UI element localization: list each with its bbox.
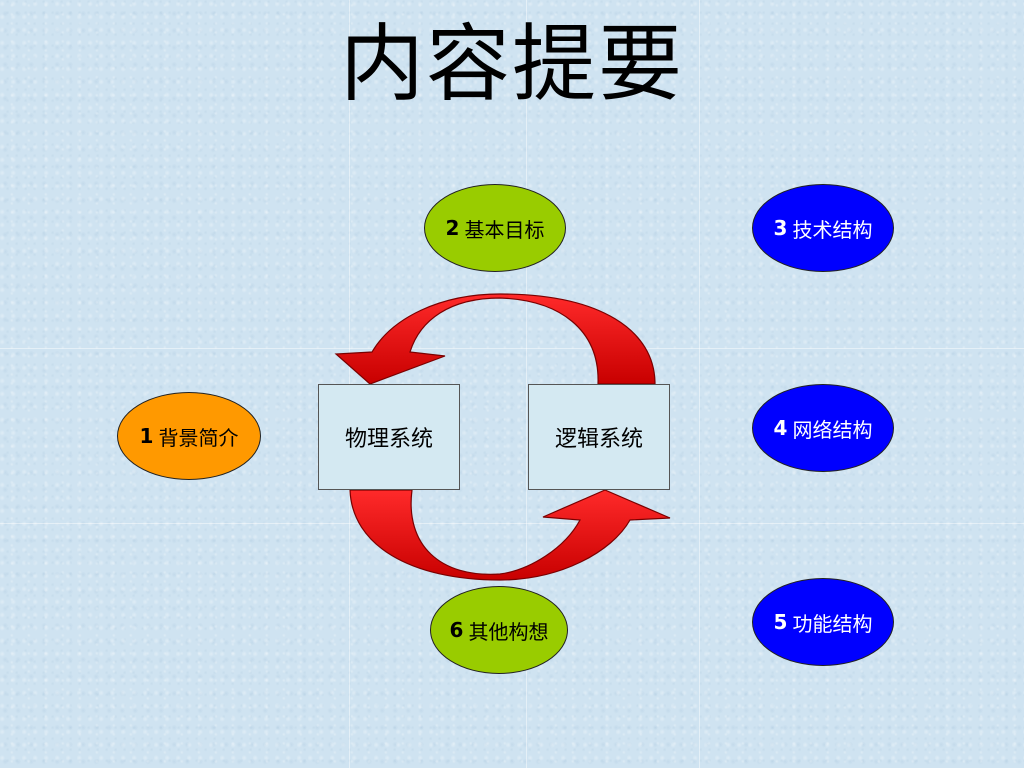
background-seam xyxy=(526,0,527,768)
oval-label: 功能结构 xyxy=(792,611,873,636)
oval-label: 网络结构 xyxy=(792,417,873,442)
logical-system-label: 逻辑系统 xyxy=(554,427,643,452)
bottom-arrow xyxy=(349,489,671,581)
oval-function-structure[interactable]: 5 功能结构 xyxy=(752,578,894,666)
physical-system-label: 物理系统 xyxy=(344,427,433,452)
oval-number: 6 xyxy=(449,618,464,642)
oval-label: 背景简介 xyxy=(158,425,239,450)
oval-background-intro[interactable]: 1 背景简介 xyxy=(117,392,261,480)
background-seam xyxy=(699,0,700,768)
oval-tech-structure[interactable]: 3 技术结构 xyxy=(752,184,894,272)
oval-label: 技术结构 xyxy=(792,217,873,242)
page-title: 内容提要 xyxy=(339,15,684,113)
background-seam xyxy=(0,523,1024,524)
logical-system-box: 逻辑系统 xyxy=(528,384,670,490)
oval-number: 4 xyxy=(773,416,788,440)
top-arrow xyxy=(334,293,656,385)
oval-number: 5 xyxy=(773,610,788,634)
oval-label: 其他构想 xyxy=(468,619,549,644)
background-seam xyxy=(0,348,1024,349)
oval-label: 基本目标 xyxy=(464,217,545,242)
physical-system-box: 物理系统 xyxy=(318,384,460,490)
oval-number: 2 xyxy=(445,216,460,240)
oval-number: 3 xyxy=(773,216,788,240)
oval-number: 1 xyxy=(139,424,154,448)
oval-other-ideas[interactable]: 6 其他构想 xyxy=(430,586,568,674)
oval-network-structure[interactable]: 4 网络结构 xyxy=(752,384,894,472)
oval-basic-goals[interactable]: 2 基本目标 xyxy=(424,184,566,272)
